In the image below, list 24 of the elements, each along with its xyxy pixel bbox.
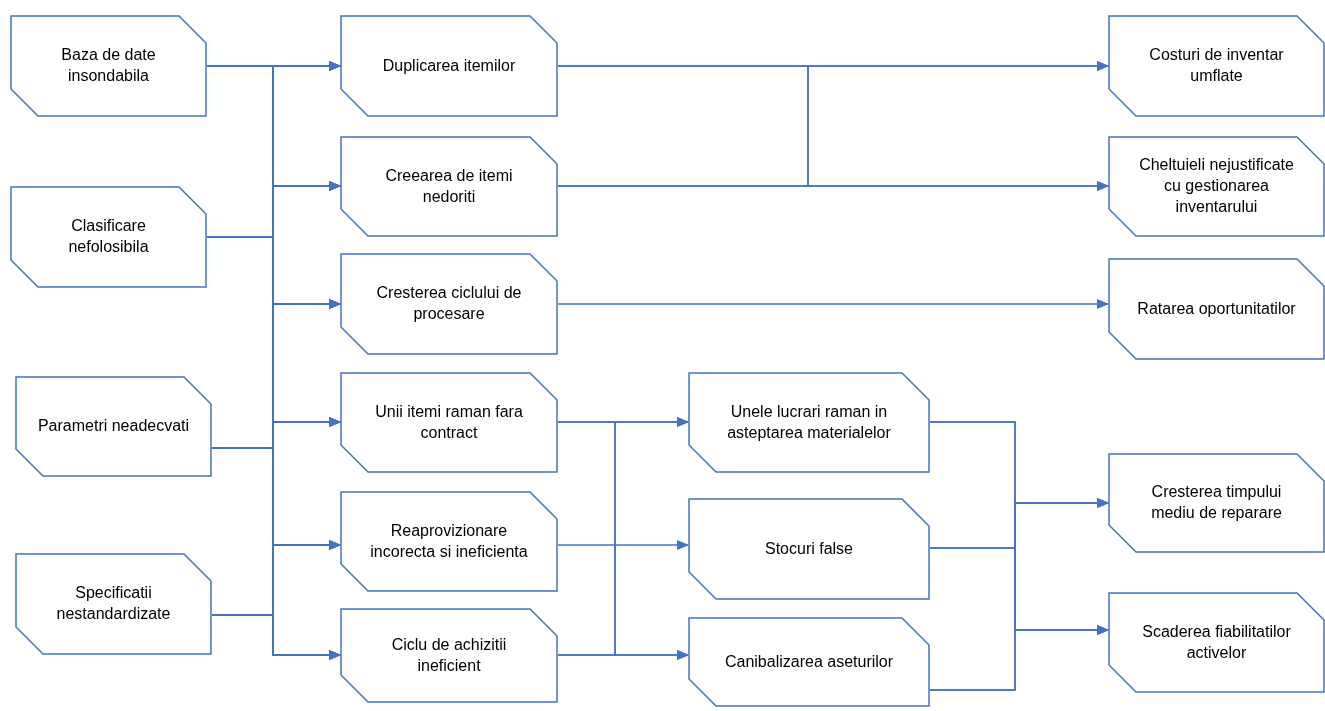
process-box: Canibalizarea aseturilor <box>688 617 930 707</box>
process-box: Baza de date insondabila <box>10 15 207 117</box>
process-box: Reaprovizionare incorecta si ineficienta <box>340 491 558 592</box>
arrow <box>211 614 341 660</box>
process-box: Clasificare nefolosibila <box>10 186 207 288</box>
process-box: Unii itemi raman fara contract <box>340 372 558 473</box>
arrow <box>557 299 1109 309</box>
process-box: Cresterea timpului mediu de reparare <box>1108 453 1325 553</box>
process-box: Ciclu de achizitii ineficient <box>340 608 558 703</box>
arrow <box>929 625 1109 691</box>
arrow <box>557 540 689 550</box>
process-box: Cheltuieli nejustificate cu gestionarea inventarului <box>1108 136 1325 237</box>
process-box: Creearea de itemi nedoriti <box>340 136 558 237</box>
process-box: Costuri de inventar umflate <box>1108 15 1325 117</box>
process-box: Stocuri false <box>688 498 930 600</box>
process-box: Parametri neadecvati <box>15 376 212 477</box>
arrow <box>557 181 1109 191</box>
process-box: Ratarea oportunitatilor <box>1108 258 1325 360</box>
process-box: Cresterea ciclului de procesare <box>340 253 558 355</box>
process-box: Duplicarea itemilor <box>340 15 558 117</box>
process-box: Unele lucrari raman in asteptarea materialelor <box>688 372 930 473</box>
process-box: Specificatii nestandardizate <box>15 553 212 655</box>
arrow <box>557 650 689 660</box>
process-box: Scaderea fiabilitatilor activelor <box>1108 592 1325 693</box>
